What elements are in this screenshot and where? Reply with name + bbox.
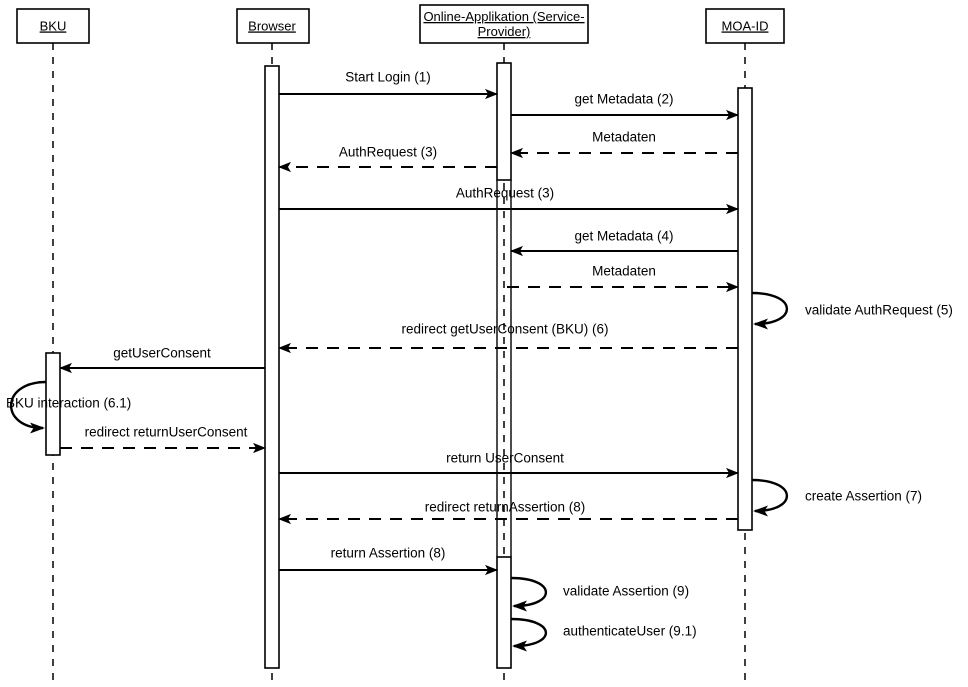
- message-label: return UserConsent: [446, 451, 564, 466]
- message-m8[interactable]: redirect getUserConsent (BKU) (6): [278, 322, 738, 354]
- message-m5[interactable]: AuthRequest (3): [279, 186, 739, 215]
- message-m4[interactable]: AuthRequest (3): [278, 145, 497, 173]
- self-message-label: BKU interaction (6.1): [6, 396, 131, 411]
- self-message-s4[interactable]: validate Assertion (9): [510, 576, 689, 612]
- activation-bar-group: [45, 62, 753, 669]
- message-m9[interactable]: getUserConsent: [59, 346, 265, 374]
- self-message-label: create Assertion (7): [805, 489, 922, 504]
- message-m1[interactable]: Start Login (1): [279, 70, 498, 100]
- message-label: redirect getUserConsent (BKU) (6): [401, 322, 608, 337]
- message-label: redirect returnAssertion (8): [425, 500, 586, 515]
- self-message-s5[interactable]: authenticateUser (9.1): [510, 617, 697, 652]
- message-arrow-group: Start Login (1) get Metadata (2) Metadaten…: [59, 70, 739, 576]
- message-label: return Assertion (8): [331, 546, 446, 561]
- message-m6[interactable]: get Metadata (4): [510, 229, 738, 257]
- message-label: get Metadata (2): [574, 92, 673, 107]
- message-label: Start Login (1): [345, 70, 431, 85]
- self-message-group: validate AuthRequest (5) BKU interaction …: [6, 291, 953, 652]
- self-message-label: authenticateUser (9.1): [563, 624, 697, 639]
- actor-box-bku: [16, 8, 90, 44]
- message-m2[interactable]: get Metadata (2): [511, 92, 739, 121]
- activation-bar-oa[interactable]: [496, 62, 512, 181]
- activation-bar-oa[interactable]: [496, 556, 512, 669]
- message-m7[interactable]: Metadaten: [507, 264, 739, 293]
- actor-head-bku[interactable]: BKU: [16, 8, 90, 44]
- actor-head-oa[interactable]: Online-Applikation (Service-Provider): [419, 4, 589, 44]
- actor-head-moaid[interactable]: MOA-ID: [705, 8, 785, 44]
- self-message-loop: [9, 380, 47, 434]
- self-message-loop: [751, 291, 788, 330]
- self-message-label: validate Assertion (9): [563, 584, 689, 599]
- self-message-s1[interactable]: validate AuthRequest (5): [751, 291, 953, 330]
- message-label: get Metadata (4): [574, 229, 673, 244]
- actor-label-bku: BKU: [40, 18, 67, 33]
- self-message-loop: [510, 617, 547, 652]
- message-m12[interactable]: redirect returnAssertion (8): [278, 500, 738, 525]
- message-m11[interactable]: return UserConsent: [279, 451, 739, 479]
- actor-box-browser: [236, 8, 310, 44]
- message-label: redirect returnUserConsent: [85, 425, 248, 440]
- self-message-loop: [751, 478, 788, 517]
- actor-box-moaid: [705, 8, 785, 44]
- actor-label-moaid: MOA-ID: [722, 18, 769, 33]
- message-m13[interactable]: return Assertion (8): [279, 546, 498, 576]
- message-label: Metadaten: [592, 130, 656, 145]
- message-label: AuthRequest (3): [456, 186, 554, 201]
- actor-box-oa: [419, 4, 589, 44]
- actor-head-browser[interactable]: Browser: [236, 8, 310, 44]
- actor-box-group: BKU Browser Online-Applikation (Service-Pr…: [16, 4, 785, 44]
- self-message-s2[interactable]: BKU interaction (6.1): [6, 380, 131, 434]
- activation-bar-browser[interactable]: [264, 65, 280, 669]
- message-m3[interactable]: Metadaten: [510, 130, 738, 159]
- message-label: AuthRequest (3): [339, 145, 437, 160]
- activation-bar-moaid[interactable]: [737, 87, 753, 531]
- self-message-loop: [510, 576, 547, 612]
- self-message-label: validate AuthRequest (5): [805, 303, 953, 318]
- message-m10[interactable]: redirect returnUserConsent: [60, 425, 266, 454]
- actor-label-browser: Browser: [248, 18, 296, 33]
- message-label: Metadaten: [592, 264, 656, 279]
- actor-label-oa: Online-Applikation (Service-Provider): [423, 9, 584, 39]
- message-label: getUserConsent: [113, 346, 211, 361]
- activation-bar-bku[interactable]: [45, 352, 61, 456]
- self-message-s3[interactable]: create Assertion (7): [751, 478, 922, 517]
